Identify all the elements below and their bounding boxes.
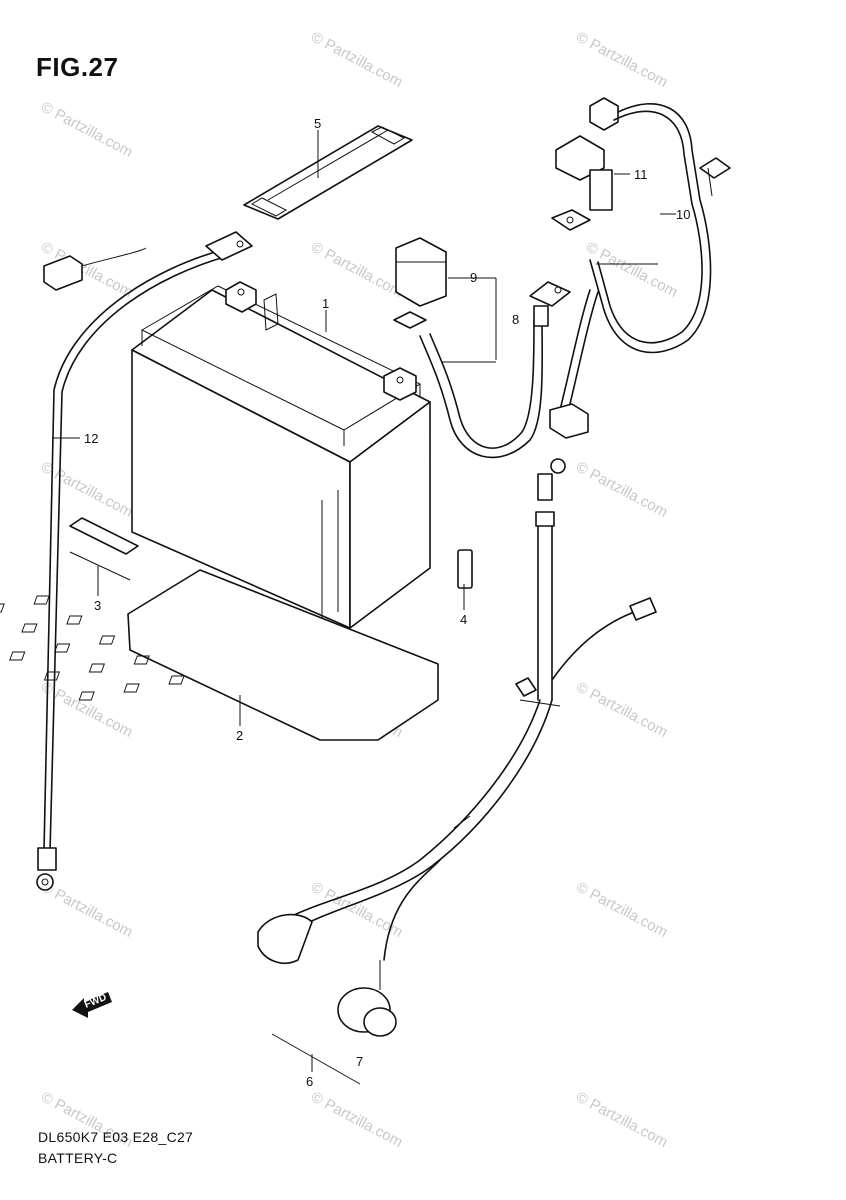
- callout-4: 4: [460, 612, 467, 627]
- figure-title: FIG.27: [36, 52, 119, 82]
- callout-12: 12: [84, 431, 98, 446]
- caution-label: [69, 517, 139, 581]
- callout-3: 3: [94, 598, 101, 613]
- watermark: © Partzilla.com: [573, 879, 670, 941]
- battery-tray: [0, 569, 439, 741]
- battery-strap: [243, 125, 413, 220]
- wire-harness: [257, 458, 657, 1037]
- callout-5: 5: [314, 116, 321, 131]
- forward-arrow-icon: FWD: [72, 992, 112, 1018]
- callout-7: 7: [356, 1054, 363, 1069]
- watermark: © Partzilla.com: [308, 29, 405, 91]
- battery: [131, 281, 431, 629]
- model-code: DL650K7 E03 E28_C27: [38, 1129, 194, 1145]
- watermark: © Partzilla.com: [308, 879, 405, 941]
- watermark: © Partzilla.com: [573, 459, 670, 521]
- watermark: © Partzilla.com: [38, 99, 135, 161]
- callout-9: 9: [470, 270, 477, 285]
- watermark: © Partzilla.com: [573, 29, 670, 91]
- callouts: 5 1 2 3 4 6 7 8 9 10 11 12: [84, 116, 690, 1089]
- callout-1: 1: [322, 296, 329, 311]
- section-name: BATTERY-C: [38, 1150, 118, 1166]
- starter-cable: [549, 97, 731, 439]
- callout-2: 2: [236, 728, 243, 743]
- callout-6: 6: [306, 1074, 313, 1089]
- leader-lines: [52, 130, 676, 1085]
- watermark: © Partzilla.com: [573, 679, 670, 741]
- terminal-cover-11: [555, 135, 613, 211]
- terminal-cover-9: [395, 237, 447, 307]
- watermark: © Partzilla.com: [308, 239, 405, 301]
- watermark: © Partzilla.com: [38, 879, 135, 941]
- callout-8: 8: [512, 312, 519, 327]
- small-label: [457, 549, 473, 589]
- callout-10: 10: [676, 207, 690, 222]
- watermark: © Partzilla.com: [573, 1089, 670, 1151]
- negative-cable-left: [36, 231, 253, 891]
- callout-11: 11: [634, 167, 648, 182]
- watermark: © Partzilla.com: [308, 1089, 405, 1151]
- positive-cable: [393, 281, 571, 459]
